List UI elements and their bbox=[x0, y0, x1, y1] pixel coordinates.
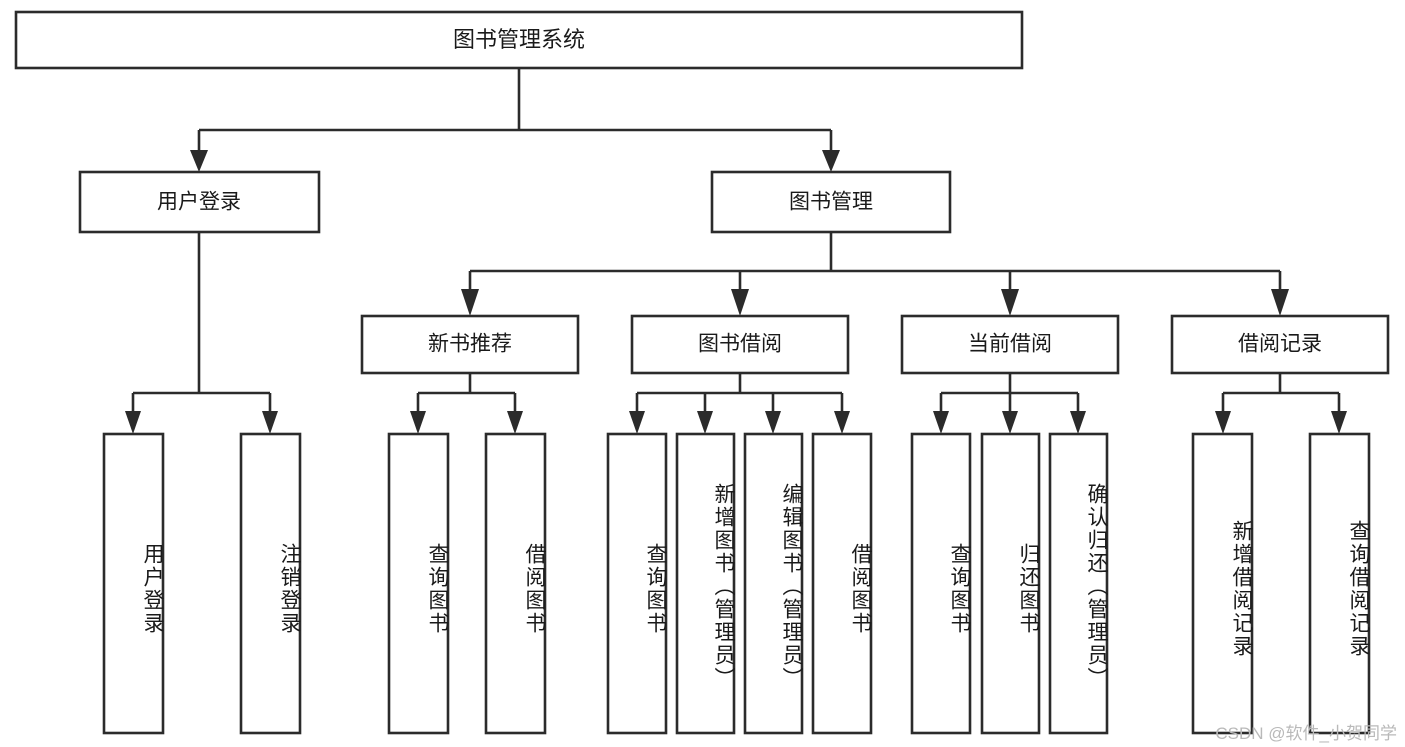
node-borrow-record[interactable]: 借阅记录 bbox=[1170, 314, 1390, 375]
leaf-box-user-login[interactable] bbox=[102, 432, 165, 735]
node-book-manage-box[interactable] bbox=[710, 170, 952, 234]
node-new-book-recommend[interactable]: 新书推荐 bbox=[360, 314, 580, 375]
leaf-box-bb-borrow[interactable] bbox=[811, 432, 873, 735]
csdn-watermark: CSDN @软件_小贺同学 bbox=[1215, 724, 1397, 743]
connector-layer bbox=[125, 68, 1347, 434]
leaf-box-bb-edit[interactable] bbox=[743, 432, 804, 735]
arrow-head-currentborrow-leaf-3 bbox=[1070, 411, 1086, 434]
arrow-head-newbook-leaf-2 bbox=[507, 411, 523, 434]
leaf-box-cb-query[interactable] bbox=[910, 432, 972, 735]
leaf-box-cb-return[interactable] bbox=[980, 432, 1041, 735]
node-book-borrow[interactable]: 图书借阅 bbox=[630, 314, 850, 375]
arrow-head-leaf-user-login bbox=[125, 411, 141, 434]
node-book-manage[interactable]: 图书管理 bbox=[710, 170, 952, 234]
arrow-head-book-borrow bbox=[731, 289, 749, 316]
arrow-head-current-borrow bbox=[1001, 289, 1019, 316]
node-borrow-record-box[interactable] bbox=[1170, 314, 1390, 375]
arrow-head-book-manage bbox=[822, 150, 840, 172]
node-root-system-label: 图书管理系统 bbox=[453, 27, 585, 52]
node-root-system[interactable]: 图书管理系统 bbox=[14, 10, 1024, 70]
leaf-box-bb-query[interactable] bbox=[606, 432, 668, 735]
arrow-head-bookborrow-leaf-2 bbox=[697, 411, 713, 434]
arrow-head-newbook-leaf-1 bbox=[410, 411, 426, 434]
node-current-borrow[interactable]: 当前借阅 bbox=[900, 314, 1120, 375]
node-new-book-recommend-label: 新书推荐 bbox=[428, 333, 512, 356]
arrow-head-bookborrow-leaf-3 bbox=[765, 411, 781, 434]
arrow-head-borrowrecord-leaf-1 bbox=[1215, 411, 1231, 434]
arrow-head-leaf-logout bbox=[262, 411, 278, 434]
arrow-head-new-book bbox=[461, 289, 479, 316]
node-book-manage-label: 图书管理 bbox=[789, 191, 873, 214]
leaf-box-cb-confirm[interactable] bbox=[1048, 432, 1109, 735]
leaf-box-logout[interactable] bbox=[239, 432, 302, 735]
node-user-login[interactable]: 用户登录 bbox=[78, 170, 321, 234]
leaf-box-newbook-query[interactable] bbox=[387, 432, 450, 735]
arrow-head-borrow-record bbox=[1271, 289, 1289, 316]
node-borrow-record-label: 借阅记录 bbox=[1238, 333, 1322, 356]
arrow-head-borrowrecord-leaf-2 bbox=[1331, 411, 1347, 434]
node-book-borrow-box[interactable] bbox=[630, 314, 850, 375]
node-new-book-recommend-box[interactable] bbox=[360, 314, 580, 375]
node-user-login-box[interactable] bbox=[78, 170, 321, 234]
arrow-head-bookborrow-leaf-1 bbox=[629, 411, 645, 434]
leaf-box-br-query[interactable] bbox=[1308, 432, 1371, 735]
arrow-head-user-login bbox=[190, 150, 208, 172]
node-book-borrow-label: 图书借阅 bbox=[698, 333, 782, 356]
node-current-borrow-box[interactable] bbox=[900, 314, 1120, 375]
arrow-head-bookborrow-leaf-4 bbox=[834, 411, 850, 434]
node-root-system-box[interactable] bbox=[14, 10, 1024, 70]
leaf-box-bb-add[interactable] bbox=[675, 432, 736, 735]
leaf-box-br-add[interactable] bbox=[1191, 432, 1254, 735]
node-user-login-label: 用户登录 bbox=[157, 191, 241, 214]
leaf-box-newbook-borrow[interactable] bbox=[484, 432, 547, 735]
arrow-head-currentborrow-leaf-2 bbox=[1002, 411, 1018, 434]
arrow-head-currentborrow-leaf-1 bbox=[933, 411, 949, 434]
node-current-borrow-label: 当前借阅 bbox=[968, 333, 1052, 356]
